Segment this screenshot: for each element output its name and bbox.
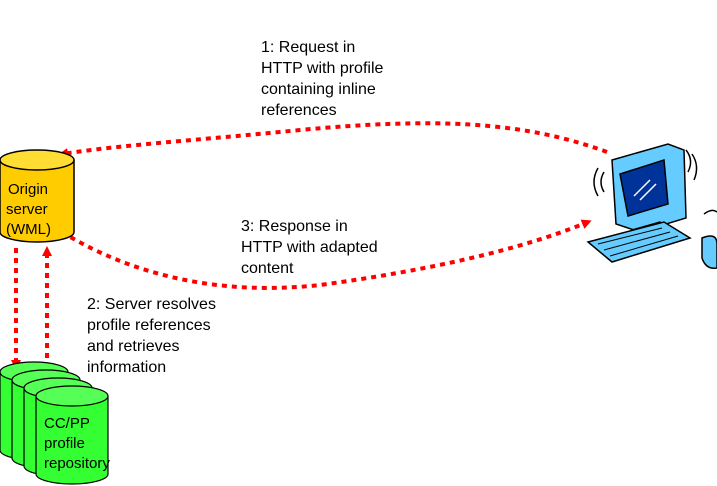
repository-label-3: repository [44,455,110,472]
step2-resolve-note: 2: Server resolves profile references an… [87,296,216,376]
computer-icon [586,143,717,270]
origin-server-label-3: (WML) [6,221,51,238]
repository-cylinder-front [35,385,109,485]
repository-label-2: profile [44,435,85,452]
response-arrow [60,219,592,290]
repository-stack: CC/PP profile repository [0,361,110,485]
step1-request-note: 1: Request in HTTP with profile containi… [261,39,384,119]
repository-label-1: CC/PP [44,415,90,432]
request-arrow [58,121,608,159]
step3-response-note: 3: Response in HTTP with adapted content [241,218,378,277]
origin-server-label-1: Origin [8,181,48,198]
origin-server-label-2: server [6,201,48,218]
origin-server-cylinder: Origin server (WML) [0,149,75,243]
